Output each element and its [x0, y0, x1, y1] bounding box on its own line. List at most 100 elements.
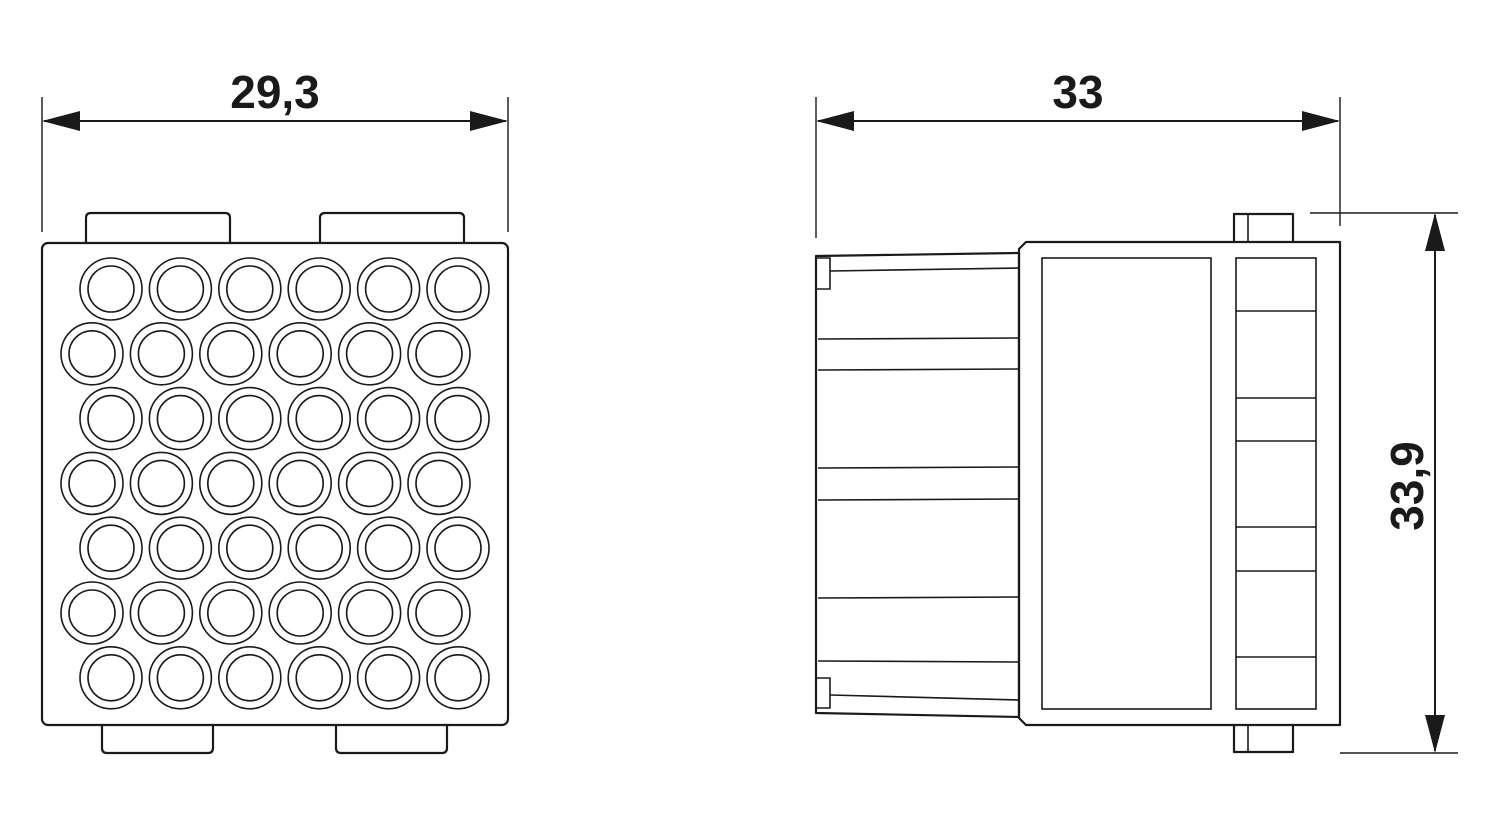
contact-pin-inner	[226, 394, 274, 443]
side-height-arrow-top	[1425, 213, 1445, 251]
contact-pin	[148, 257, 213, 321]
contact-pin	[218, 645, 282, 710]
contact-pin-inner	[226, 524, 274, 573]
contact-pin-inner	[226, 653, 274, 702]
contact-pin	[356, 645, 421, 710]
side-groove-3b	[817, 660, 1020, 663]
contact-pin	[426, 645, 490, 710]
side-top-latch	[1232, 212, 1295, 242]
side-groove-1a	[817, 337, 1020, 340]
front-arrow-left	[42, 111, 80, 131]
contact-pin	[426, 257, 490, 321]
contact-pin	[199, 581, 263, 645]
contact-pin	[268, 581, 333, 645]
contact-pin-inner	[364, 394, 413, 443]
contact-pin	[60, 451, 124, 516]
contact-pin	[60, 321, 124, 386]
contact-pin-inner	[68, 459, 116, 508]
contact-pin	[407, 451, 471, 516]
contact-pin-inner	[434, 524, 482, 573]
side-length-label: 33	[1052, 66, 1103, 118]
contact-pin	[407, 321, 471, 386]
contact-pin-inner	[156, 653, 205, 702]
side-length-arrow-left	[816, 111, 854, 131]
contact-pin-inner	[364, 653, 413, 702]
front-body-outline	[40, 241, 510, 727]
side-inner-line-bottom	[829, 694, 1020, 701]
contact-pin-inner	[295, 524, 344, 573]
contact-pin-inner	[295, 394, 344, 443]
contact-pin-inner	[276, 459, 325, 508]
contact-pin	[337, 451, 402, 516]
contact-pin	[407, 581, 471, 645]
contact-pin-inner	[226, 265, 274, 313]
contact-pin-inner	[364, 524, 413, 573]
side-view	[814, 212, 1342, 754]
contact-pin	[60, 581, 124, 645]
contact-pin-inner	[276, 329, 325, 378]
side-rail-dividers	[1236, 310, 1316, 658]
front-bottom-tab-right	[334, 725, 449, 755]
contact-pin	[268, 451, 333, 516]
contact-pin-inner	[156, 265, 205, 313]
contact-pin	[287, 516, 352, 581]
contact-pin-inner	[156, 394, 205, 443]
contact-pin	[218, 516, 282, 581]
contact-pin	[148, 516, 213, 581]
contact-pin	[129, 581, 194, 645]
contact-pin-inner	[68, 329, 116, 378]
side-bottom-latch	[1232, 725, 1295, 754]
contact-pin	[337, 321, 402, 386]
contact-pin-inner	[87, 524, 135, 573]
contact-pin-inner	[434, 265, 482, 313]
contact-pin	[148, 645, 213, 710]
contact-pin-inner	[345, 459, 394, 508]
contact-pin-inner	[137, 459, 186, 508]
contact-pin	[199, 321, 263, 386]
contact-pin-inner	[207, 589, 255, 637]
contact-pin	[79, 386, 143, 451]
contact-pin-inner	[434, 653, 482, 702]
side-insert-body	[814, 251, 1021, 719]
side-notch-top	[816, 257, 831, 290]
contact-pin-grid	[60, 257, 490, 710]
contact-pin-inner	[207, 459, 255, 508]
contact-pin-inner	[137, 329, 186, 378]
contact-pin-inner	[415, 329, 463, 378]
contact-pin	[218, 257, 282, 321]
front-top-tab-left	[84, 211, 232, 243]
contact-pin	[218, 386, 282, 451]
side-groove-3a	[817, 596, 1020, 599]
front-width-dimension: 29,3	[41, 66, 509, 232]
side-notch-bottom	[816, 677, 831, 709]
contact-pin	[79, 257, 143, 321]
contact-pin	[356, 386, 421, 451]
contact-pin	[199, 451, 263, 516]
contact-pin-inner	[415, 589, 463, 637]
side-groove-1b	[817, 368, 1020, 371]
contact-pin	[426, 386, 490, 451]
contact-pin-inner	[434, 394, 482, 443]
contact-pin	[426, 516, 490, 581]
contact-pin-inner	[364, 265, 413, 313]
contact-pin-inner	[87, 265, 135, 313]
side-groove-2b	[817, 498, 1020, 501]
side-rail	[1235, 257, 1317, 710]
contact-pin	[268, 321, 333, 386]
front-width-label: 29,3	[230, 66, 320, 118]
side-height-dimension: 33,9	[1310, 212, 1458, 754]
contact-pin-inner	[345, 329, 394, 378]
contact-pin-inner	[415, 459, 463, 508]
contact-pin	[79, 645, 143, 710]
contact-pin-inner	[295, 265, 344, 313]
contact-pin	[129, 321, 194, 386]
front-arrow-right	[470, 111, 508, 131]
contact-pin-inner	[295, 653, 344, 702]
contact-pin	[129, 451, 194, 516]
contact-pin-inner	[345, 589, 394, 637]
contact-pin-inner	[87, 653, 135, 702]
side-length-dimension: 33	[815, 66, 1341, 238]
contact-pin	[287, 386, 352, 451]
contact-pin	[287, 257, 352, 321]
contact-pin-inner	[68, 589, 116, 637]
